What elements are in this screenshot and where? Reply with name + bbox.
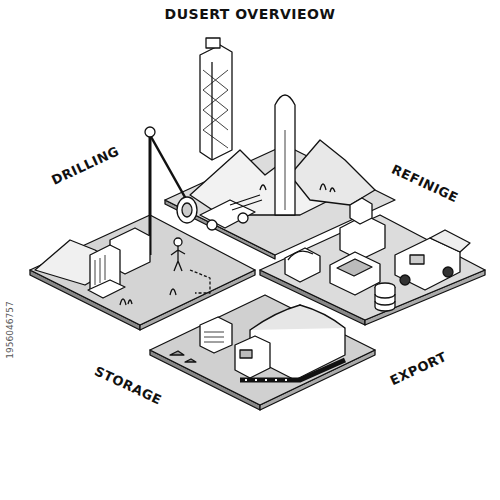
watermark-number: 1956046757 — [5, 301, 15, 358]
diagram-title: DUSERT OVERVIEOW — [165, 6, 336, 22]
section-label: REFINIGE — [389, 161, 460, 205]
section-label: STORAGE — [92, 363, 164, 407]
section-label: EXPORT — [387, 348, 448, 387]
section-label: DRILLING — [49, 143, 121, 187]
